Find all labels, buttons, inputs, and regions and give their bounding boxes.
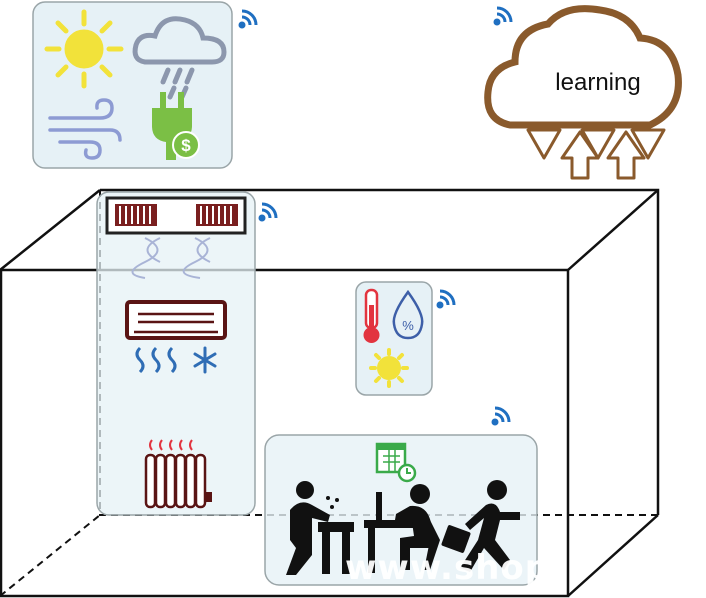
office-worker-icon xyxy=(364,484,440,573)
walking-person-icon xyxy=(441,480,520,572)
snowflake-icon xyxy=(193,346,217,374)
calendar-icon xyxy=(375,442,417,483)
light-level-icon xyxy=(369,348,409,388)
data-exchange-arrows xyxy=(526,128,666,180)
weather-panel: $ xyxy=(32,1,233,169)
humidity-icon: % xyxy=(392,289,424,340)
wifi-icon xyxy=(492,6,513,27)
thermometer-icon xyxy=(363,288,380,343)
dollar-sign: $ xyxy=(181,136,191,155)
chef-icon xyxy=(286,481,354,575)
sun-icon xyxy=(44,9,124,89)
radiator-icon xyxy=(144,439,212,509)
wifi-icon xyxy=(237,9,258,30)
watermark: www.shopl xyxy=(345,548,563,588)
wifi-icon xyxy=(490,406,511,427)
energy-price-icon: $ xyxy=(152,92,200,160)
ceiling-vent-icon xyxy=(105,196,247,279)
indoor-sensor-panel: % xyxy=(355,281,433,396)
cloud-label: learning xyxy=(555,69,640,96)
wind-icon xyxy=(48,98,122,160)
humidity-symbol: % xyxy=(402,318,414,333)
air-conditioner-icon xyxy=(125,300,227,374)
hvac-panel xyxy=(96,191,256,516)
learning-cloud: learning xyxy=(484,5,682,180)
rain-cloud-icon xyxy=(132,16,227,100)
wifi-icon xyxy=(257,202,278,223)
occupancy-panel xyxy=(264,434,538,586)
wifi-icon xyxy=(435,289,456,310)
